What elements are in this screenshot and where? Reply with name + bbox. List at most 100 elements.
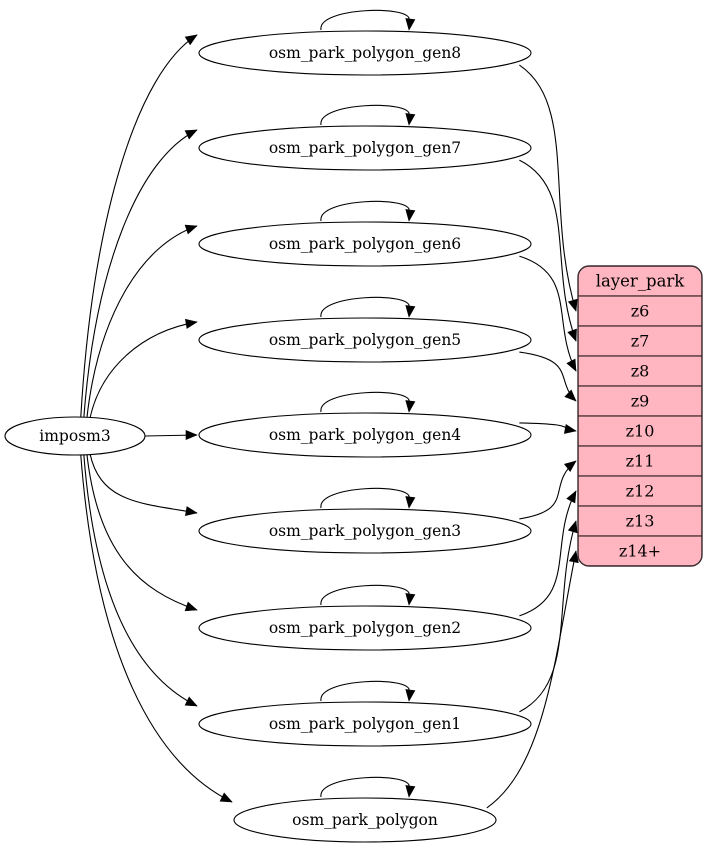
node-ellipse-osm_park_polygon_gen8[interactable]: [198, 30, 532, 76]
edge-imposm3-to-osm_park_polygon_gen2: [86, 453, 198, 611]
layer-park-row-z11[interactable]: [578, 445, 702, 477]
edge-arrow-imposm3-to-osm_park_polygon: [219, 792, 233, 803]
edge-arrow-osm_park_polygon_gen6-to-row: [566, 358, 577, 372]
layer-park-outline: [577, 265, 703, 567]
edge-arrow-osm_park_polygon_gen1-to-row: [567, 520, 578, 534]
layer-park-body: [578, 266, 702, 566]
edge-osm_park_polygon_gen7-to-row: [519, 159, 577, 342]
node-ellipse-osm_park_polygon[interactable]: [233, 797, 497, 843]
edge-arrow-osm_park_polygon_gen7-to-row: [567, 328, 577, 342]
node-ellipse-osm_park_polygon_gen4[interactable]: [198, 412, 532, 458]
node-osm_park_polygon_gen6[interactable]: osm_park_polygon_gen6: [198, 221, 532, 267]
layer-park-table[interactable]: layer_park z6 z7 z8 z9 z10 z11 z12 z13 z14+: [577, 265, 703, 567]
layer-park-title: layer_park: [596, 272, 686, 291]
self-loop-osm_park_polygon_gen6: [320, 200, 410, 222]
self-loop-arrow-osm_park_polygon: [405, 785, 416, 798]
node-osm_park_polygon_gen1[interactable]: osm_park_polygon_gen1: [198, 701, 532, 747]
node-ellipse-osm_park_polygon_gen3[interactable]: [198, 508, 532, 554]
layer-park-row-z12[interactable]: [578, 475, 702, 507]
edge-osm_park_polygon_gen2-to-row: [519, 490, 577, 617]
node-osm_park_polygon_gen4[interactable]: osm_park_polygon_gen4: [198, 412, 532, 458]
edge-imposm3-to-osm_park_polygon_gen7: [83, 129, 198, 419]
edge-arrow-imposm3-to-osm_park_polygon_gen2: [184, 601, 198, 612]
edge-imposm3-to-osm_park_polygon: [80, 453, 233, 803]
edge-arrow-imposm3-to-osm_park_polygon_gen3: [185, 506, 198, 517]
self-loop-arrow-osm_park_polygon_gen4: [405, 400, 416, 413]
edge-arrow-osm_park_polygon_gen5-to-row: [564, 389, 577, 402]
layer-park-row-label-z13: z13: [626, 512, 655, 531]
edge-arrow-imposm3-to-osm_park_polygon_gen7: [184, 129, 198, 140]
layer-park-row-label-z12: z12: [626, 482, 655, 501]
layer-park-row-label-z7: z7: [631, 332, 650, 351]
layer-park-row-z13[interactable]: [578, 505, 702, 537]
layer-park-row-label-z9: z9: [631, 392, 650, 411]
edge-arrow-imposm3-to-osm_park_polygon_gen5: [185, 318, 198, 329]
self-loop-osm_park_polygon: [320, 776, 410, 798]
edge-osm_park_polygon_gen3-to-row: [519, 460, 577, 520]
self-loop-arrow-osm_park_polygon_gen6: [405, 209, 416, 222]
self-loop-osm_park_polygon_gen8: [320, 9, 410, 31]
edge-arrow-imposm3-to-osm_park_polygon_gen8: [184, 34, 198, 46]
node-osm_park_polygon_gen7[interactable]: osm_park_polygon_gen7: [198, 125, 532, 171]
layer-park-row-z9[interactable]: [578, 385, 702, 417]
layer-park-row-z6[interactable]: [578, 295, 702, 327]
edge-arrow-osm_park_polygon_gen2-to-row: [566, 490, 577, 504]
self-loop-arrow-osm_park_polygon_gen8: [405, 18, 416, 31]
edges-layer: [80, 9, 579, 809]
edge-imposm3-to-osm_park_polygon_gen5: [89, 321, 198, 419]
edge-osm_park_polygon_gen8-to-row: [519, 64, 577, 312]
node-osm_park_polygon[interactable]: osm_park_polygon: [233, 797, 497, 843]
node-ellipse-osm_park_polygon_gen2[interactable]: [198, 605, 532, 651]
edge-imposm3-to-osm_park_polygon_gen8: [80, 34, 198, 419]
self-loop-arrow-osm_park_polygon_gen2: [405, 593, 416, 606]
self-loop-arrow-osm_park_polygon_gen7: [405, 113, 416, 126]
edge-osm_park_polygon-to-row: [486, 550, 577, 809]
edge-imposm3-to-osm_park_polygon_gen3: [89, 453, 198, 514]
edge-osm_park_polygon_gen1-to-row: [519, 520, 577, 713]
self-loop-osm_park_polygon_gen2: [320, 584, 410, 606]
layer-park-row-z8[interactable]: [578, 355, 702, 387]
self-loop-osm_park_polygon_gen7: [320, 104, 410, 126]
node-osm_park_polygon_gen8[interactable]: osm_park_polygon_gen8: [198, 30, 532, 76]
edge-arrow-osm_park_polygon_gen4-to-row: [563, 423, 577, 434]
edge-imposm3-to-osm_park_polygon_gen1: [83, 453, 198, 707]
node-osm_park_polygon_gen2[interactable]: osm_park_polygon_gen2: [198, 605, 532, 651]
self-loop-arrow-osm_park_polygon_gen1: [405, 689, 416, 702]
node-osm_park_polygon_gen5[interactable]: osm_park_polygon_gen5: [198, 317, 532, 363]
node-label-osm_park_polygon_gen1: osm_park_polygon_gen1: [269, 715, 461, 733]
layer-park-row-label-z10: z10: [626, 422, 655, 441]
self-loop-arrow-osm_park_polygon_gen5: [405, 305, 416, 318]
layer-park-header-cell: [578, 266, 702, 297]
layer-park-row-label-z6: z6: [631, 302, 650, 321]
node-label-osm_park_polygon_gen4: osm_park_polygon_gen4: [269, 426, 461, 444]
nodes-layer: osm_park_polygon_gen8 osm_park_polygon_ge…: [4, 30, 532, 843]
edge-arrow-imposm3-to-osm_park_polygon_gen4: [185, 429, 198, 441]
self-loop-osm_park_polygon_gen1: [320, 680, 410, 702]
node-label-osm_park_polygon_gen7: osm_park_polygon_gen7: [269, 139, 461, 157]
node-label-osm_park_polygon_gen5: osm_park_polygon_gen5: [269, 331, 461, 349]
self-loop-osm_park_polygon_gen3: [320, 487, 410, 509]
edge-arrow-imposm3-to-osm_park_polygon_gen6: [184, 224, 198, 235]
edge-imposm3-to-osm_park_polygon_gen6: [86, 225, 198, 419]
node-label-osm_park_polygon: osm_park_polygon: [292, 811, 438, 829]
node-ellipse-osm_park_polygon_gen6[interactable]: [198, 221, 532, 267]
edge-arrow-osm_park_polygon-to-row: [568, 550, 579, 564]
node-imposm3[interactable]: imposm3: [4, 416, 146, 456]
node-ellipse-osm_park_polygon_gen1[interactable]: [198, 701, 532, 747]
edge-osm_park_polygon_gen6-to-row: [519, 255, 577, 372]
node-ellipse-osm_park_polygon_gen5[interactable]: [198, 317, 532, 363]
node-label-osm_park_polygon_gen8: osm_park_polygon_gen8: [269, 44, 461, 62]
node-ellipse-imposm3[interactable]: [4, 416, 146, 456]
layer-park-row-label-z8: z8: [631, 362, 650, 381]
node-label-osm_park_polygon_gen3: osm_park_polygon_gen3: [269, 522, 461, 540]
layer-park-row-z14plus[interactable]: [578, 535, 702, 566]
edge-arrow-osm_park_polygon_gen8-to-row: [567, 298, 578, 312]
node-ellipse-osm_park_polygon_gen7[interactable]: [198, 125, 532, 171]
edge-arrow-osm_park_polygon_gen3-to-row: [563, 460, 577, 472]
self-loop-osm_park_polygon_gen5: [320, 296, 410, 318]
node-osm_park_polygon_gen3[interactable]: osm_park_polygon_gen3: [198, 508, 532, 554]
layer-park-row-label-z11: z11: [626, 452, 655, 471]
node-label-osm_park_polygon_gen6: osm_park_polygon_gen6: [269, 235, 461, 253]
layer-park-row-label-z14plus: z14+: [619, 542, 661, 561]
